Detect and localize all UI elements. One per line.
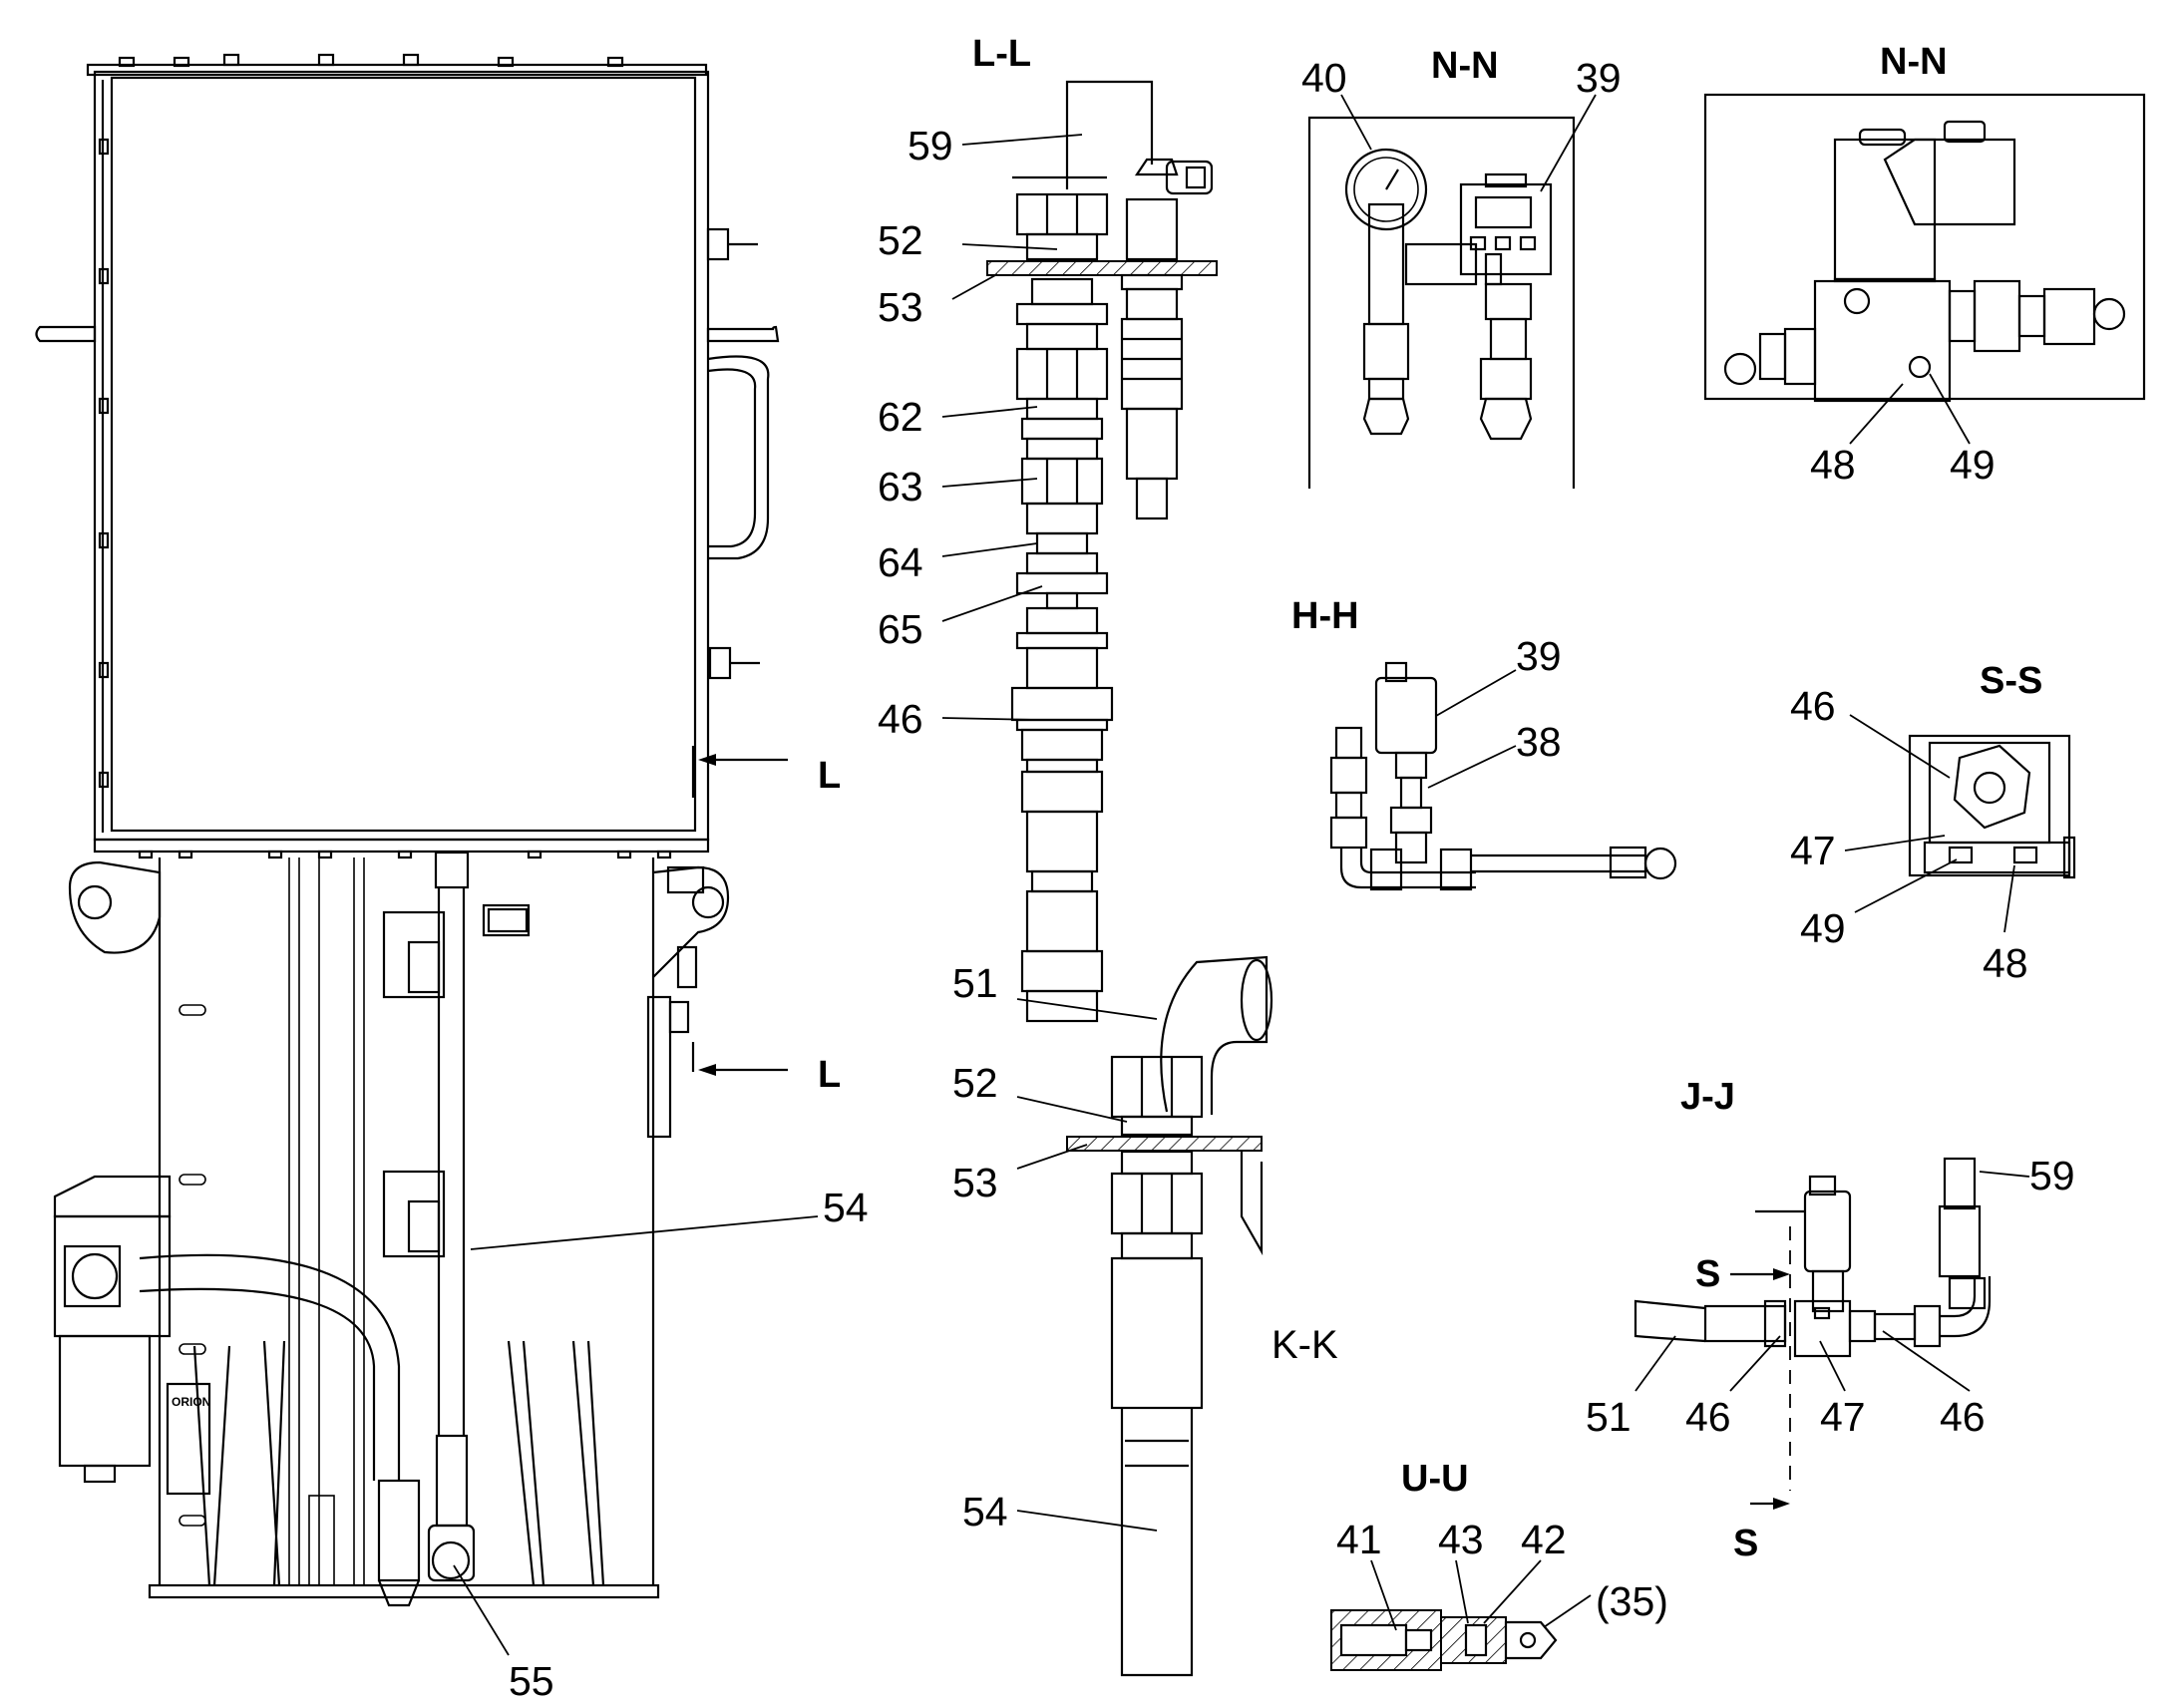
section-ll: L-L [878,33,1218,1023]
base-rail [93,838,710,854]
hose-54-left [139,1253,401,1481]
section-title-nn-1: N-N [1431,45,1499,87]
callout-kk-51: 51 [952,960,998,1006]
section-kk: K-K 51 52 53 54 [952,955,1338,1677]
section-jj: J-J S S [1586,1076,2075,1564]
callout-ll-52: 52 [878,217,923,263]
left-rod [35,325,97,343]
ll-mounting-plate [986,260,1218,276]
callout-jj-51: 51 [1586,1394,1632,1440]
cabinet-door [110,76,697,833]
callout-ll-46: 46 [878,696,923,742]
callout-uu-35: (35) [1596,1578,1668,1624]
main-assembly-view: ORION L L 54 55 [35,53,869,1704]
callout-main-54: 54 [823,1185,869,1230]
internal-rails [288,857,365,1586]
callout-nn2-49: 49 [1950,442,1996,488]
right-lifting-lug [652,865,730,978]
right-rod [706,325,780,343]
callout-kk-54: 54 [962,1489,1008,1535]
uu-internals [1339,1623,1433,1657]
nn2-panel [1703,93,2146,401]
section-marker-l: L L [691,746,841,1096]
section-title-jj: J-J [1680,1076,1735,1118]
nn1-panel [1307,116,1576,489]
valve-block [1723,279,2126,403]
top-bolts [86,53,708,77]
callout-kk-53: 53 [952,1160,998,1205]
right-switch [646,865,705,1139]
callout-jj-46-left: 46 [1685,1394,1731,1440]
section-title-hh: H-H [1291,595,1359,637]
sensor-boxes [382,903,531,1258]
callout-nn2-48: 48 [1810,442,1856,488]
kk-mounting-plate [1066,1136,1263,1152]
door-latches [706,227,760,680]
callout-main-55: 55 [509,1658,554,1704]
callout-uu-41: 41 [1336,1517,1382,1562]
section-mark-l-upper: L [818,755,841,797]
callout-ss-49: 49 [1800,905,1846,951]
callout-jj-46-right: 46 [1940,1394,1986,1440]
section-mark-s-lower: S [1733,1523,1758,1564]
section-hh: H-H 39 38 [1291,595,1677,891]
callout-ll-63: 63 [878,464,923,510]
section-mark-s-upper: S [1695,1253,1720,1295]
ll-right-fitting-stack [1120,158,1214,520]
callout-ll-59: 59 [908,123,953,169]
callout-kk-52: 52 [952,1060,998,1106]
hose-fitting-left [377,1479,421,1582]
section-title-nn-2: N-N [1880,41,1948,83]
solenoid-valve [1833,120,2016,283]
callout-ss-48: 48 [1983,940,2028,986]
uu-tip [1464,1620,1558,1660]
left-lifting-lug [68,860,162,954]
hose-54-vertical [437,887,466,1436]
callout-ll-64: 64 [878,539,923,585]
callout-hh-38: 38 [1516,719,1562,765]
nameplate-brand: ORION [172,1395,210,1409]
callout-ss-46: 46 [1790,683,1836,729]
hinges [98,138,110,789]
cabinet-body [93,70,710,842]
nn1-gauge-stem [1362,202,1478,436]
section-ss: S-S 46 47 49 48 [1790,660,2076,986]
nameplate-orion [166,1382,211,1496]
section-title-uu: U-U [1401,1458,1469,1500]
jj-assembly [1634,1157,1992,1358]
pressure-gauge-40 [1344,148,1428,231]
section-marker-s: S S [1695,1253,1790,1564]
callout-nn1-40: 40 [1301,55,1347,101]
callout-jj-59: 59 [2029,1153,2075,1198]
filter-housing [53,1175,172,1484]
ss-block [1908,734,2076,879]
nameplate-small [487,907,529,933]
callout-ll-53: 53 [878,284,923,330]
section-title-ll: L-L [972,33,1031,75]
pressure-switch-39 [1459,172,1553,441]
callout-uu-42: 42 [1521,1517,1567,1562]
door-handle [707,355,770,560]
hh-assembly [1329,661,1677,891]
stand-frame [158,857,655,1585]
callout-ll-65: 65 [878,606,923,652]
section-title-ss: S-S [1980,660,2042,702]
callout-nn1-39: 39 [1576,55,1622,101]
callout-ll-62: 62 [878,394,923,440]
callout-hh-39: 39 [1516,633,1562,679]
valve-55 [427,1524,476,1582]
kk-assembly [1110,955,1273,1677]
section-mark-l-lower: L [818,1054,841,1096]
callout-uu-43: 43 [1438,1517,1484,1562]
stand-gussets [192,1340,605,1586]
section-nn-gauge: N-N 40 39 [1301,45,1622,489]
callout-jj-47: 47 [1820,1394,1866,1440]
callout-ss-47: 47 [1790,828,1836,873]
section-nn-valve: N-N 48 49 [1703,41,2146,488]
section-uu: U-U 41 43 42 (35) [1330,1458,1668,1671]
ll-left-fitting-stack [1010,175,1114,1023]
section-title-kk: K-K [1272,1323,1338,1367]
